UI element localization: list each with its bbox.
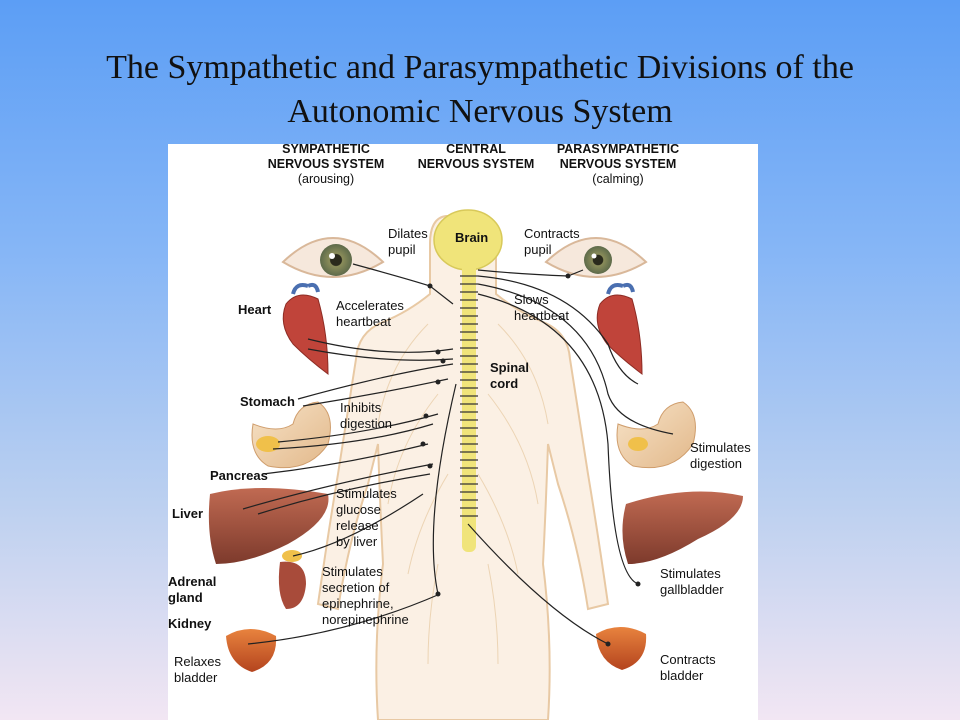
nervous-system-diagram: SYMPATHETIC NERVOUS SYSTEM (arousing) CE… — [168, 144, 758, 720]
header-parasympathetic-line1: PARASYMPATHETIC — [556, 144, 680, 156]
title-line-1: The Sympathetic and Parasympathetic Divi… — [106, 49, 854, 86]
symp-epi-2: secretion of — [322, 580, 390, 595]
header-sympathetic-sub: (arousing) — [297, 172, 355, 186]
right-eye — [544, 237, 648, 278]
label-brain: Brain — [455, 230, 489, 245]
right-liver — [622, 491, 743, 564]
symp-bladder-2: bladder — [174, 670, 218, 685]
left-pancreas — [256, 436, 280, 452]
symp-digestion-1: Inhibits — [340, 400, 382, 415]
symp-glucose-1: Stimulates — [336, 486, 397, 501]
label-heart: Heart — [238, 302, 272, 317]
symp-heart-2: heartbeat — [336, 314, 391, 329]
left-liver — [208, 488, 329, 564]
symp-digestion-2: digestion — [340, 416, 393, 431]
para-gall-1: Stimulates — [660, 566, 721, 581]
para-pupil-1: Contracts — [524, 226, 580, 241]
label-adrenal-2: gland — [168, 590, 203, 605]
para-heart-2: heartbeat — [514, 308, 569, 323]
header-sympathetic: SYMPATHETIC NERVOUS SYSTEM (arousing) — [256, 144, 396, 187]
label-pancreas: Pancreas — [210, 468, 268, 483]
left-eye — [281, 237, 385, 278]
header-central-line2: NERVOUS SYSTEM — [417, 157, 535, 171]
symp-glucose-2: glucose — [336, 502, 381, 517]
adrenal-gland-shape — [282, 550, 302, 562]
symp-glucose-4: by liver — [336, 534, 378, 549]
header-parasympathetic-sub: (calming) — [592, 172, 644, 186]
label-adrenal-1: Adrenal — [168, 574, 217, 589]
para-pupil-2: pupil — [524, 242, 552, 257]
header-sympathetic-line2: NERVOUS SYSTEM — [267, 157, 385, 171]
right-heart — [596, 282, 643, 376]
header-parasympathetic: PARASYMPATHETIC NERVOUS SYSTEM (calming) — [548, 144, 688, 187]
label-stomach: Stomach — [240, 394, 295, 409]
label-spinal-cord-1: Spinal — [490, 360, 530, 375]
right-stomach — [616, 401, 696, 469]
title-line-2: Autonomic Nervous System — [287, 93, 673, 130]
right-bladder — [596, 627, 647, 670]
slide-title: The Sympathetic and Parasympathetic Divi… — [0, 46, 960, 134]
symp-epi-3: epinephrine, — [322, 596, 394, 611]
label-spinal-cord-2: cord — [490, 376, 519, 391]
para-digestion-2: digestion — [690, 456, 743, 471]
symp-heart-1: Accelerates — [336, 298, 404, 313]
symp-pupil-2: pupil — [388, 242, 416, 257]
symp-glucose-3: release — [336, 518, 379, 533]
para-heart-1: Slows — [514, 292, 549, 307]
symp-bladder-1: Relaxes — [174, 654, 221, 669]
header-parasympathetic-line2: NERVOUS SYSTEM — [559, 157, 677, 171]
header-central: CENTRAL NERVOUS SYSTEM — [406, 144, 546, 172]
left-bladder — [226, 629, 277, 672]
spinal-cord-shape — [462, 262, 476, 552]
label-liver: Liver — [172, 506, 204, 521]
para-gall-2: gallbladder — [660, 582, 724, 597]
para-bladder-1: Contracts — [660, 652, 716, 667]
kidney-shape — [278, 561, 306, 609]
right-pancreas — [628, 437, 648, 451]
left-heart — [282, 282, 329, 376]
diagram-illustration — [208, 209, 743, 720]
symp-pupil-1: Dilates — [388, 226, 428, 241]
header-sympathetic-line1: SYMPATHETIC — [282, 144, 370, 156]
para-digestion-1: Stimulates — [690, 440, 751, 455]
left-stomach — [251, 401, 331, 469]
symp-epi-4: norepinephrine — [322, 612, 409, 627]
header-central-line1: CENTRAL — [446, 144, 506, 156]
para-bladder-2: bladder — [660, 668, 704, 683]
label-kidney: Kidney — [168, 616, 212, 631]
symp-epi-1: Stimulates — [322, 564, 383, 579]
